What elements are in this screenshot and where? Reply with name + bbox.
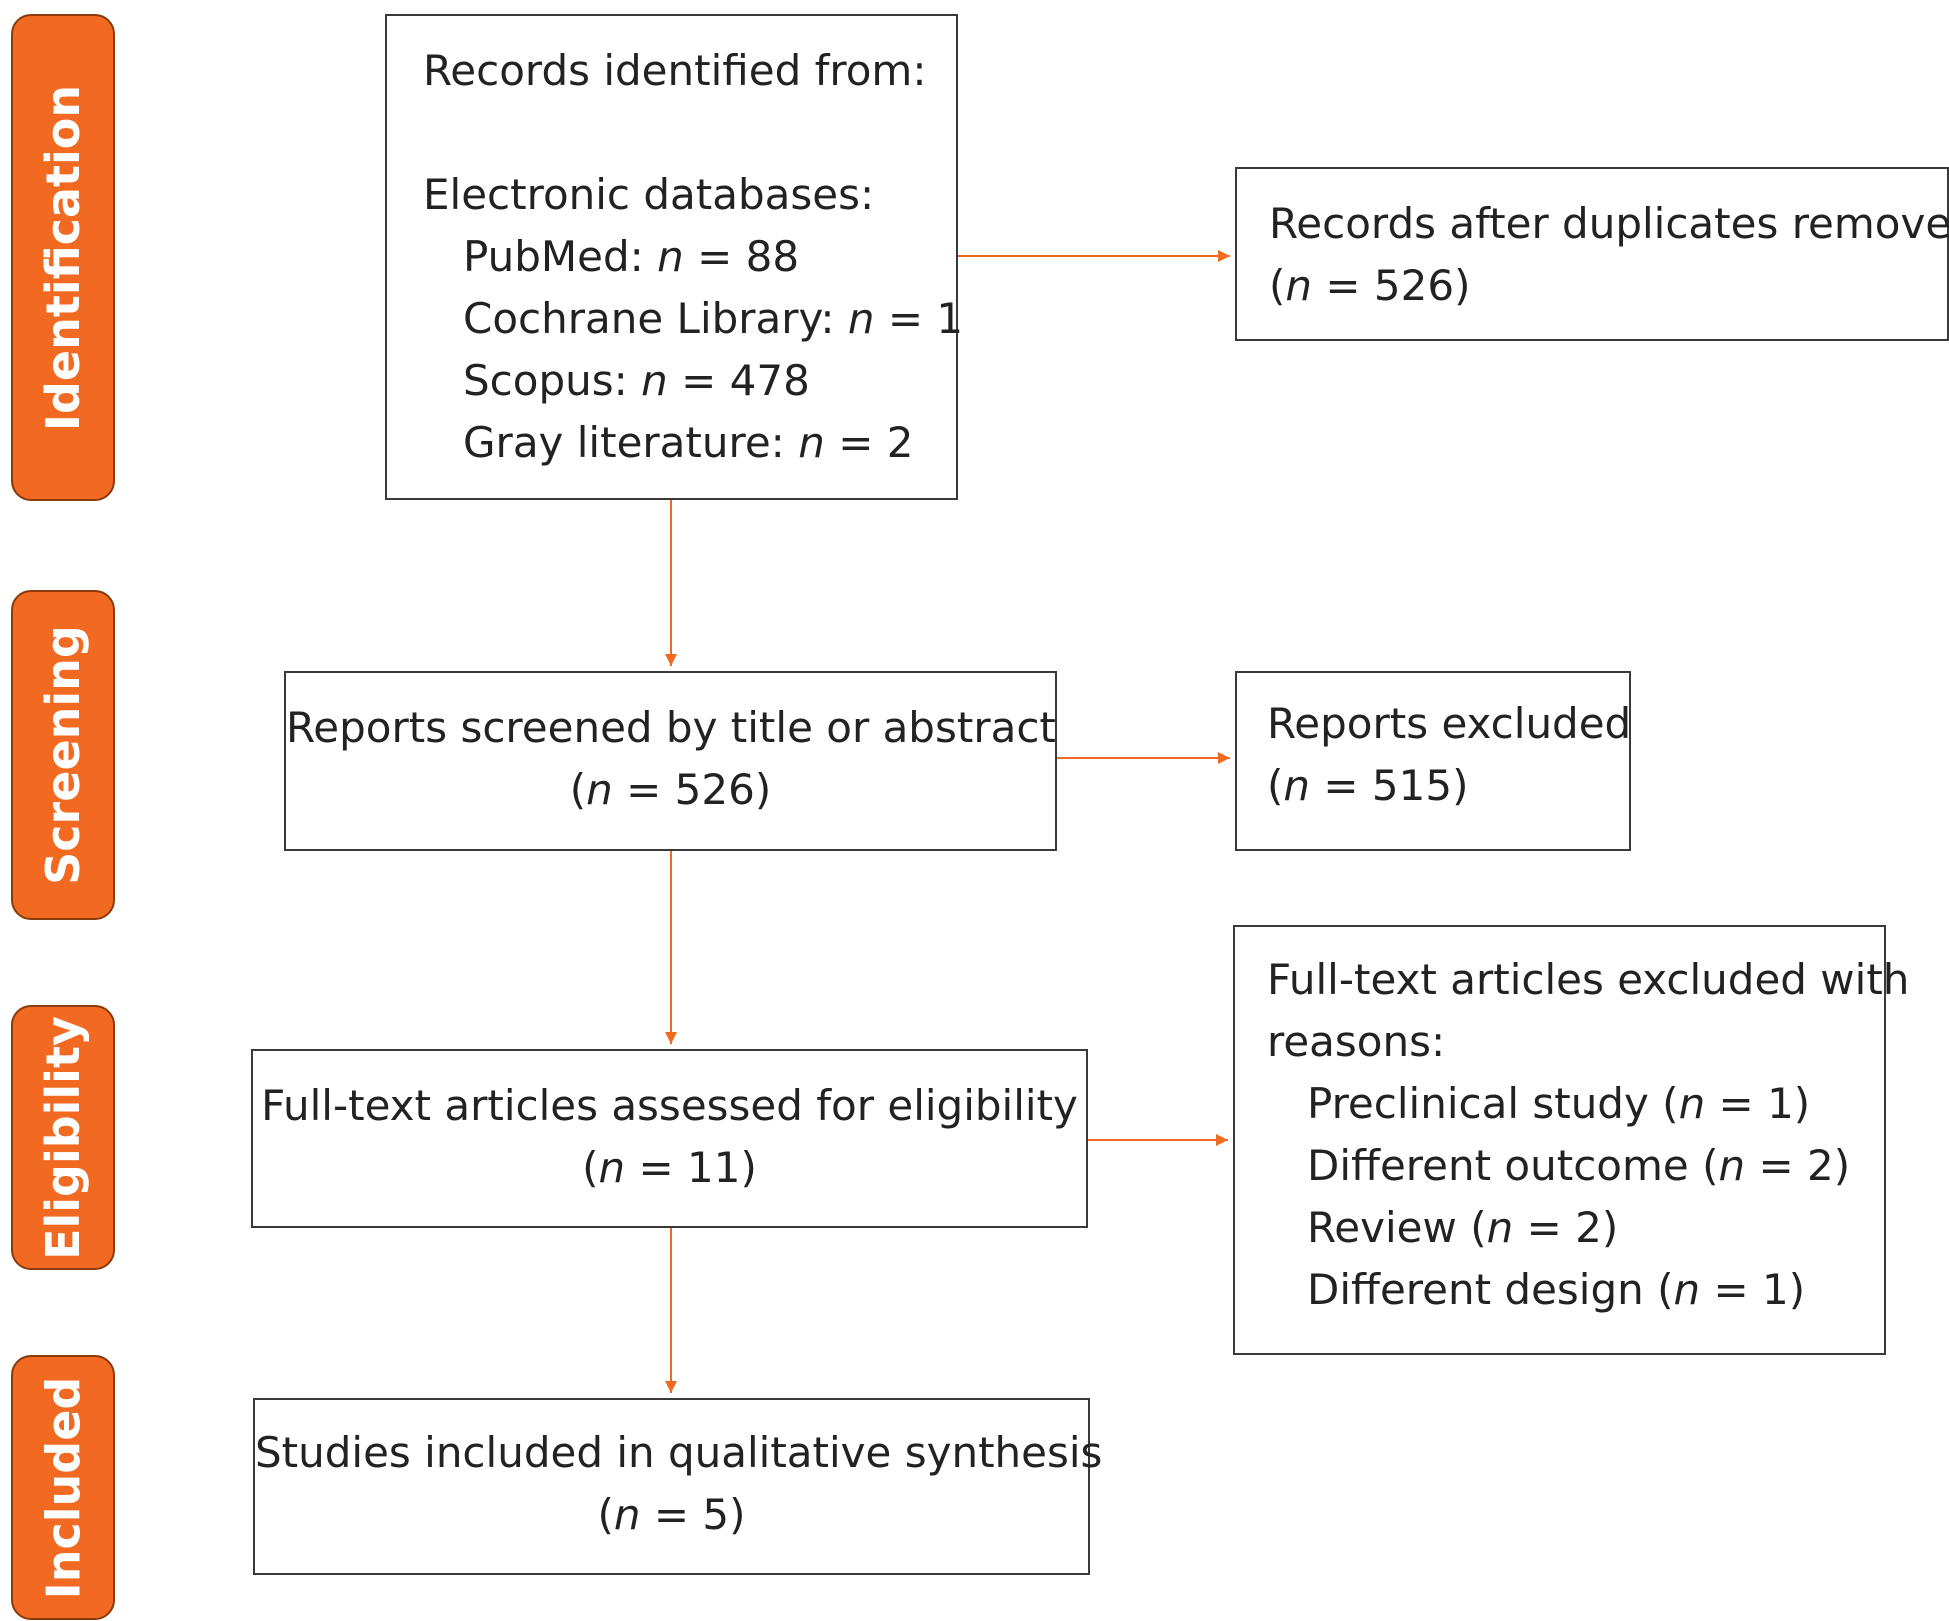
source-name: Cochrane Library: <box>463 294 835 343</box>
databases-heading: Electronic databases: <box>423 170 875 219</box>
reason-preclinical: Preclinical study (n = 1) <box>1267 1073 1884 1135</box>
paren: ( <box>597 1490 614 1539</box>
stage-eligibility: Eligibility <box>11 1005 115 1270</box>
source-count: = 2 <box>838 418 914 467</box>
n-symbol: n <box>798 418 825 467</box>
n-symbol: n <box>1678 1079 1706 1128</box>
source-count: = 1 <box>887 294 964 343</box>
reason-name: Preclinical study ( <box>1307 1079 1679 1128</box>
fulltext-assessed-box: Full-text articles assessed for eligibil… <box>251 1049 1088 1228</box>
n-symbol: n <box>586 765 613 814</box>
reason-different-outcome: Different outcome (n = 2) <box>1267 1135 1884 1197</box>
reports-screened-label: Reports screened by title or abstract <box>286 703 1056 752</box>
fulltext-excluded-label: Full-text articles excluded with <box>1267 955 1910 1004</box>
paren: ( <box>1269 261 1286 310</box>
reports-screened-count: (n = 526) <box>286 759 1055 821</box>
count-value: = 526) <box>626 765 772 814</box>
paren: ( <box>569 765 587 814</box>
source-name: Gray literature: <box>463 418 785 467</box>
n-symbol: n <box>1283 761 1311 810</box>
studies-included-count: (n = 5) <box>255 1484 1088 1546</box>
studies-included-label: Studies included in qualitative synthesi… <box>255 1428 1103 1477</box>
source-name: Scopus: <box>463 356 628 405</box>
paren: ( <box>1267 761 1284 810</box>
reports-excluded-count: (n = 515) <box>1267 755 1629 817</box>
fulltext-excluded-box: Full-text articles excluded with reasons… <box>1233 925 1910 1355</box>
reason-count: = 1) <box>1718 1079 1811 1128</box>
fulltext-assessed-count: (n = 11) <box>253 1137 1086 1199</box>
source-name: PubMed: <box>463 232 644 281</box>
duplicates-removed-count: (n = 526) <box>1269 255 1947 317</box>
n-symbol: n <box>598 1143 626 1192</box>
reason-name: Different outcome ( <box>1307 1141 1719 1190</box>
reports-excluded-box: Reports excluded (n = 515) <box>1235 671 1631 851</box>
reports-screened-box: Reports screened by title or abstract (n… <box>284 671 1057 851</box>
n-symbol: n <box>657 232 684 281</box>
reason-count: = 1) <box>1713 1265 1806 1314</box>
reason-review: Review (n = 2) <box>1267 1197 1884 1259</box>
stage-identification: Identification <box>11 14 115 501</box>
reason-name: Different design ( <box>1307 1265 1674 1314</box>
reason-count: = 2) <box>1758 1141 1851 1190</box>
studies-included-box: Studies included in qualitative synthesi… <box>253 1398 1103 1575</box>
n-symbol: n <box>1673 1265 1701 1314</box>
source-pubmed: PubMed: n = 88 <box>423 226 956 288</box>
n-symbol: n <box>847 294 875 343</box>
n-symbol: n <box>641 356 668 405</box>
reason-name: Review ( <box>1307 1203 1487 1252</box>
stage-included: Included <box>11 1355 115 1620</box>
fulltext-excluded-label-2: reasons: <box>1267 1017 1446 1066</box>
reports-excluded-label: Reports excluded <box>1267 699 1632 748</box>
stage-screening: Screening <box>11 590 115 920</box>
records-identified-heading: Records identified from: <box>423 46 927 95</box>
source-gray-literature: Gray literature: n = 2 <box>423 412 956 474</box>
source-cochrane: Cochrane Library: n = 1 <box>423 288 963 350</box>
records-identified-box: Records identified from: Electronic data… <box>385 14 963 500</box>
fulltext-assessed-label: Full-text articles assessed for eligibil… <box>261 1081 1078 1130</box>
count-value: = 5) <box>653 1490 746 1539</box>
n-symbol: n <box>613 1490 641 1539</box>
source-count: = 88 <box>697 232 800 281</box>
n-symbol: n <box>1285 261 1313 310</box>
n-symbol: n <box>1718 1141 1746 1190</box>
n-symbol: n <box>1486 1203 1514 1252</box>
source-count: = 478 <box>681 356 810 405</box>
duplicates-removed-label: Records after duplicates removed <box>1269 199 1949 248</box>
reason-count: = 2) <box>1526 1203 1619 1252</box>
paren: ( <box>582 1143 599 1192</box>
count-value: = 515) <box>1323 761 1469 810</box>
reason-different-design: Different design (n = 1) <box>1267 1259 1884 1321</box>
count-value: = 526) <box>1325 261 1471 310</box>
duplicates-removed-box: Records after duplicates removed (n = 52… <box>1235 167 1949 341</box>
source-scopus: Scopus: n = 478 <box>423 350 956 412</box>
count-value: = 11) <box>638 1143 757 1192</box>
